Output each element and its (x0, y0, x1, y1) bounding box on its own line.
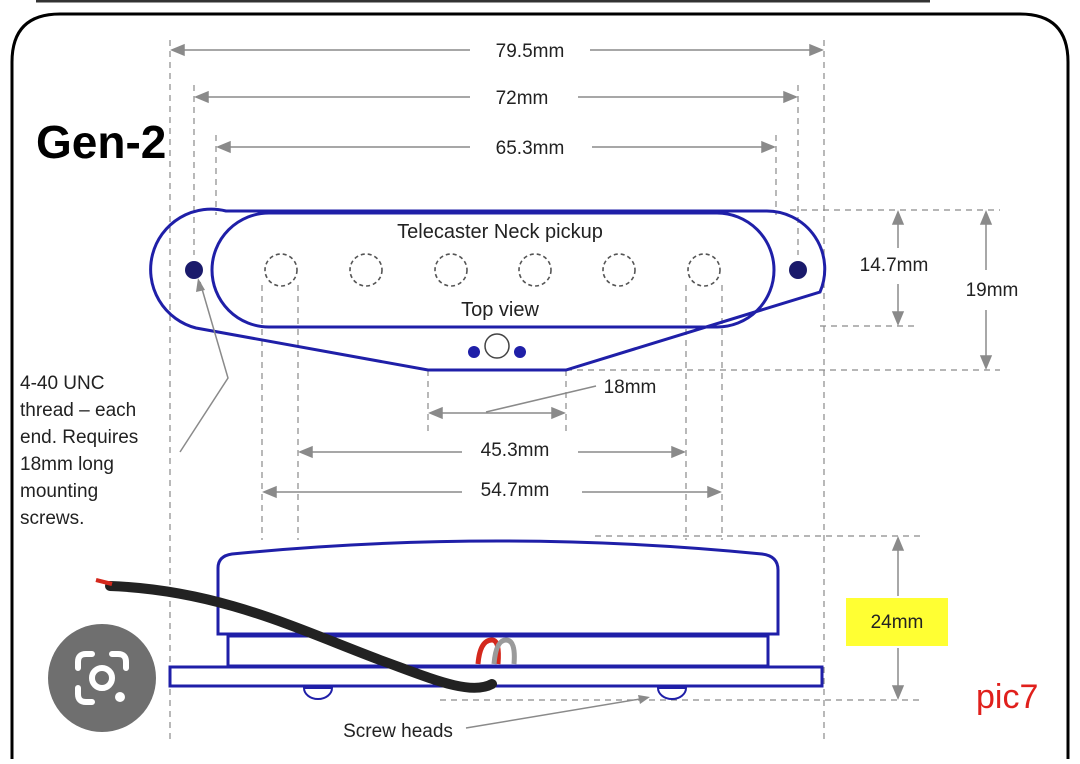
dim-tab-width: 18mm (604, 377, 657, 398)
screw-head-right (656, 687, 688, 700)
dim-overall-width: 19mm (966, 280, 1019, 301)
lead-hole-left (468, 346, 480, 358)
top-view-label: Top view (461, 299, 539, 321)
dim-outer-pole-span: 54.7mm (481, 480, 550, 501)
pickup-name: Telecaster Neck pickup (397, 221, 603, 243)
cover-outline (210, 211, 776, 329)
frame-border (10, 12, 1070, 759)
dim-hole-spacing: 72mm (496, 88, 549, 109)
lens-button[interactable] (48, 624, 156, 732)
cable-tip-red (95, 578, 113, 586)
screw-heads-label: Screw heads (343, 721, 453, 742)
pole-piece (602, 253, 636, 287)
pole-piece (434, 253, 468, 287)
pickup-top-view: Telecaster Neck pickup Top view (149, 207, 827, 372)
pickup-side-view (95, 539, 824, 700)
thread-note: 4-40 UNC thread – each end. Requires 18m… (20, 373, 144, 529)
pole-piece (687, 253, 721, 287)
tab-width-leader (485, 385, 597, 413)
center-hole (484, 333, 510, 359)
pole-piece (518, 253, 552, 287)
top-strip (0, 0, 1080, 6)
lead-cable (105, 581, 497, 693)
diagram-title: Gen-2 (36, 116, 166, 168)
mounting-hole-right (789, 261, 807, 279)
dimension-labels: 79.5mm 72mm 65.3mm 14.7mm 19mm 18mm 45.3… (481, 41, 1019, 501)
pole-piece (349, 253, 383, 287)
extension-lines (169, 40, 1000, 740)
cover-side (216, 539, 780, 636)
pole-pieces (264, 253, 721, 287)
dim-body-width: 14.7mm (860, 255, 929, 276)
mounting-hole-left (185, 261, 203, 279)
lead-hole-right (514, 346, 526, 358)
screw-head-left (302, 687, 334, 700)
pole-piece (264, 253, 298, 287)
dim-overall-length: 79.5mm (496, 41, 565, 62)
thread-leader (179, 281, 229, 453)
screw-heads-leader (465, 697, 647, 729)
dim-height: 24mm (871, 612, 924, 633)
wire-grey (491, 637, 517, 665)
dim-inner-pole-span: 45.3mm (481, 440, 550, 461)
screw-heads-leader-arrow (638, 695, 650, 704)
baseplate-outline (149, 207, 827, 372)
lens-icon (75, 651, 129, 705)
dim-body-length: 65.3mm (496, 138, 565, 159)
dimension-lines (170, 43, 993, 700)
corner-label: pic7 (976, 678, 1039, 716)
height-highlight (846, 598, 948, 646)
thread-leader-arrow (196, 278, 205, 292)
